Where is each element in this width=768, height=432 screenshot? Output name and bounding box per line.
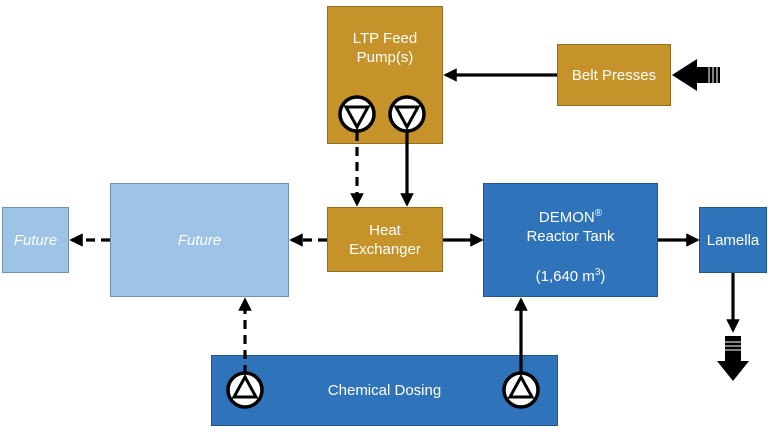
heat-exchanger-label-line2: Exchanger	[349, 240, 421, 258]
reactor-volume-label: (1,640 m3)	[535, 267, 606, 285]
ltp-feed-pumps-label-line2: Pump(s)	[356, 49, 414, 66]
pump-icon	[388, 95, 426, 133]
chemical-dosing-box: Chemical Dosing	[211, 355, 558, 426]
belt-presses-label: Belt Presses	[571, 66, 657, 84]
registered-mark: ®	[594, 208, 603, 219]
demon-reactor-tank-box: DEMON® Reactor Tank (1,640 m3)	[483, 183, 658, 297]
future-large-box: Future	[110, 183, 289, 297]
dosing-pump-icon	[502, 371, 540, 409]
future-small-box: Future	[2, 207, 69, 273]
reactor-tank-label: Reactor Tank	[526, 228, 615, 245]
lamella-label: Lamella	[706, 231, 760, 249]
future-small-label: Future	[13, 231, 58, 249]
ltp-feed-pumps-label-line1: LTP Feed	[352, 30, 418, 47]
lamella-box: Lamella	[699, 207, 767, 273]
belt-presses-box: Belt Presses	[557, 44, 671, 106]
demon-label: DEMON	[538, 209, 595, 226]
outlet-arrow-icon	[717, 336, 749, 381]
pump-icon	[338, 95, 376, 133]
future-large-label: Future	[177, 231, 222, 249]
feed-inlet-arrow-icon	[672, 59, 720, 91]
heat-exchanger-box: Heat Exchanger	[327, 207, 443, 272]
heat-exchanger-label-line1: Heat	[369, 221, 401, 239]
chemical-dosing-label: Chemical Dosing	[327, 382, 442, 399]
dosing-pump-icon	[226, 371, 264, 409]
